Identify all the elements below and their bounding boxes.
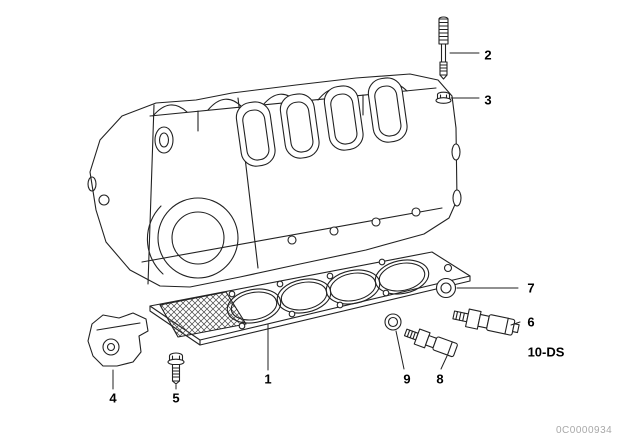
stud-bolt-illustration bbox=[438, 16, 449, 80]
watermark-code: 0C0000934 bbox=[556, 425, 613, 436]
callout-7: 7 bbox=[527, 280, 535, 296]
sensor-8-illustration bbox=[403, 328, 458, 358]
head-gasket-illustration bbox=[149, 251, 471, 346]
leader-line-9 bbox=[395, 330, 405, 370]
engine-block-illustration bbox=[87, 73, 462, 288]
callout-9: 9 bbox=[403, 371, 411, 387]
callout-8: 8 bbox=[436, 371, 444, 387]
callout-1: 1 bbox=[264, 371, 272, 387]
callout-3: 3 bbox=[484, 92, 492, 108]
bracket-illustration bbox=[87, 312, 149, 367]
sensor-6-illustration bbox=[452, 308, 520, 336]
seal-ring-illustration bbox=[435, 277, 457, 299]
callout-10-ds: 10-DS bbox=[527, 344, 565, 360]
hex-bolt-illustration bbox=[167, 352, 185, 385]
nut-illustration bbox=[435, 91, 452, 104]
callout-2: 2 bbox=[484, 47, 492, 63]
o-ring-illustration bbox=[384, 313, 402, 331]
callout-5: 5 bbox=[172, 390, 180, 406]
callout-4: 4 bbox=[109, 390, 117, 406]
callout-6: 6 bbox=[527, 314, 535, 330]
leader-line-6 bbox=[510, 321, 521, 326]
leader-line-8 bbox=[440, 355, 448, 370]
leader-lines bbox=[112, 52, 521, 390]
